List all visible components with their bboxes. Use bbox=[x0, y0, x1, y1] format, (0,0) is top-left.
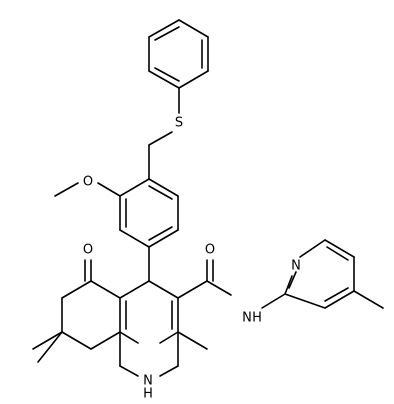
methoxy-oxygen-label: O bbox=[83, 175, 93, 190]
bond bbox=[178, 19, 209, 38]
methoxy-group bbox=[54, 182, 121, 197]
bond bbox=[206, 280, 232, 296]
double-bond-inner bbox=[148, 185, 173, 200]
pyridine-nitrogen-label: N bbox=[291, 259, 301, 274]
bond bbox=[119, 178, 150, 197]
bond bbox=[159, 331, 179, 344]
amide-nitrogen-label: N bbox=[242, 311, 252, 326]
bond bbox=[148, 70, 180, 89]
ketone-oxygen-label: O bbox=[83, 243, 93, 258]
gem-dimethyl-bond bbox=[37, 331, 63, 363]
ring-nitrogen-label: N bbox=[143, 374, 153, 389]
thioether-linker bbox=[148, 87, 180, 146]
bond bbox=[148, 280, 179, 299]
ring-hydrogen-label: H bbox=[143, 387, 153, 402]
carboxamide-group bbox=[177, 259, 286, 309]
bond bbox=[284, 275, 293, 295]
double-bond-inner bbox=[154, 67, 180, 82]
methoxyphenyl-ring bbox=[119, 144, 179, 248]
methyl-bond bbox=[353, 290, 384, 309]
bond bbox=[324, 239, 355, 258]
sulfur-atom-label: S bbox=[175, 116, 183, 131]
dihydropyridine-ring bbox=[119, 280, 179, 344]
bond bbox=[324, 290, 355, 309]
pyridine-ring bbox=[284, 239, 384, 309]
double-bond-inner bbox=[148, 226, 173, 241]
phenyl-ring bbox=[148, 19, 209, 89]
bond bbox=[90, 280, 121, 299]
bond bbox=[148, 19, 180, 38]
double-bond-inner bbox=[288, 271, 297, 289]
bond bbox=[261, 293, 286, 309]
bond bbox=[61, 280, 92, 299]
bond bbox=[148, 131, 173, 146]
amide-hydrogen-label: H bbox=[252, 311, 262, 326]
double-bond-inner bbox=[154, 26, 180, 41]
bond bbox=[54, 182, 79, 197]
bond bbox=[90, 331, 121, 350]
bond bbox=[119, 280, 150, 299]
bond bbox=[178, 70, 209, 89]
bond bbox=[299, 239, 326, 258]
bond bbox=[148, 229, 179, 248]
bond bbox=[177, 280, 208, 299]
bond bbox=[119, 365, 139, 377]
double-bond-inner bbox=[326, 246, 349, 261]
bond bbox=[61, 331, 92, 350]
amide-oxygen-label: O bbox=[205, 243, 215, 258]
bond bbox=[119, 229, 150, 248]
methyl-bond bbox=[177, 331, 208, 350]
double-bond-inner bbox=[324, 287, 349, 302]
bond bbox=[159, 365, 179, 377]
gem-dimethyl-bond bbox=[32, 331, 63, 350]
bond bbox=[284, 293, 326, 309]
bond bbox=[119, 331, 139, 344]
bond bbox=[148, 178, 179, 197]
cyclohexenone-ring bbox=[32, 259, 121, 363]
bond bbox=[97, 182, 121, 197]
